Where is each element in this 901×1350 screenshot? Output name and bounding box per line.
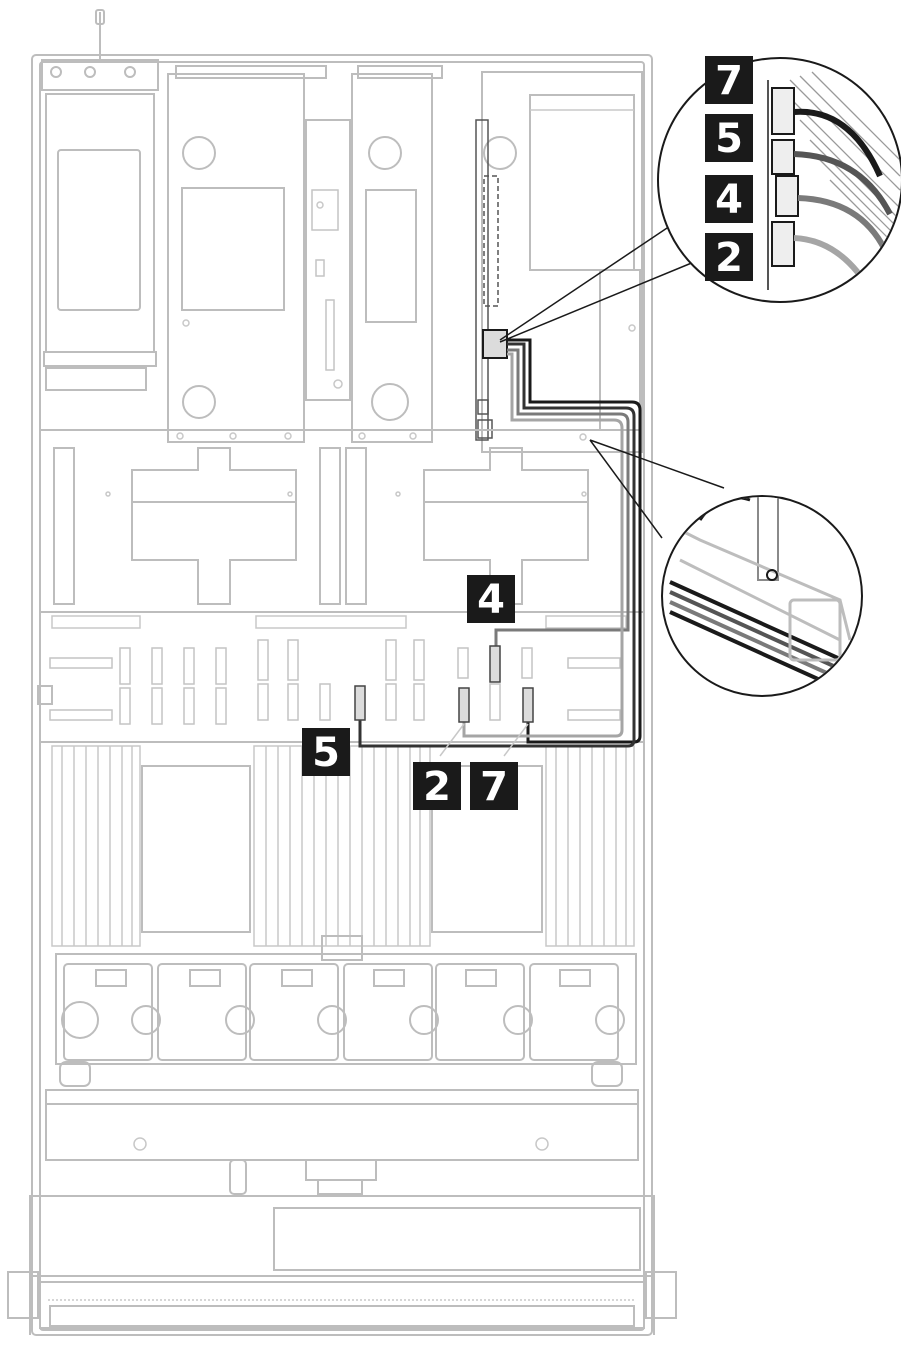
cable-7 [507, 338, 642, 744]
cable-5 [358, 342, 636, 748]
riser-cage-2 [351, 65, 443, 443]
zoom-cable-clip [589, 439, 863, 697]
svg-text:5: 5 [715, 116, 743, 162]
riser-cage-3 [481, 71, 643, 453]
cable-bundle [354, 338, 642, 757]
svg-text:2: 2 [715, 235, 743, 281]
processor-area [39, 429, 645, 613]
label-zoom-4: 4 [705, 175, 753, 223]
label-main-2: 2 [413, 762, 461, 810]
svg-text:2: 2 [423, 764, 451, 810]
connector-4 [489, 645, 501, 683]
label-main-5: 5 [302, 728, 350, 776]
label-main-7: 7 [470, 762, 518, 810]
label-zoom-2: 2 [705, 233, 753, 281]
chassis [7, 54, 677, 1336]
connector-2 [458, 687, 470, 723]
riser-card-connectors [475, 119, 508, 441]
front-bays [29, 1089, 655, 1329]
svg-text:7: 7 [480, 764, 508, 810]
label-zoom-5: 5 [705, 114, 753, 162]
label-zoom-7: 7 [705, 56, 753, 104]
top-left-bay [41, 9, 159, 391]
svg-text:4: 4 [477, 577, 505, 623]
svg-text:7: 7 [715, 58, 743, 104]
fan-row [55, 935, 637, 1087]
connector-5 [354, 685, 366, 721]
svg-text:4: 4 [715, 177, 743, 223]
label-main-4: 4 [467, 575, 515, 623]
cable-2 [462, 352, 624, 738]
system-board-connectors [37, 611, 645, 743]
svg-text:5: 5 [312, 730, 340, 776]
connector-7 [522, 687, 534, 723]
riser-cage-1 [167, 65, 327, 443]
zoom-riser-connectors: 7 5 4 2 [499, 56, 901, 343]
riser-board-center [305, 119, 351, 401]
